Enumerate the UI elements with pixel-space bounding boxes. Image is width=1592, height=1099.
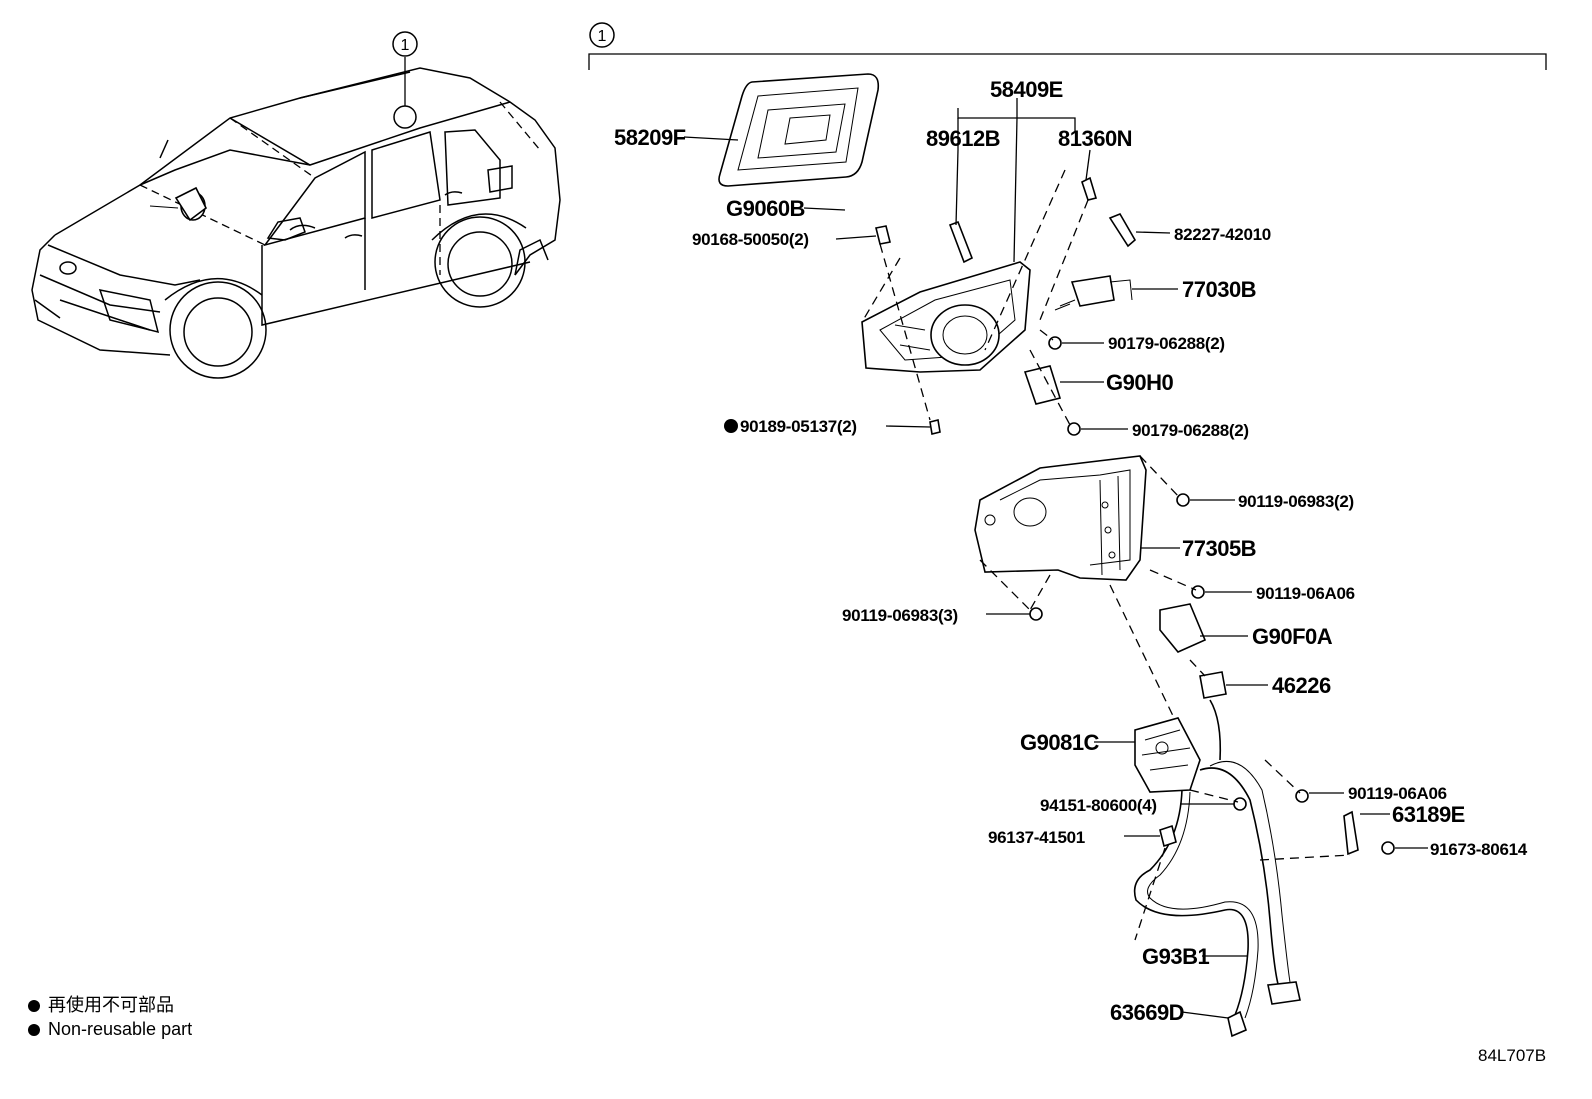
lamp-81360N-drawing bbox=[1081, 176, 1098, 201]
label-G90F0A: G90F0A bbox=[1252, 624, 1333, 649]
legend-line-jp: 再使用不可部品 bbox=[28, 994, 174, 1016]
diagram-code: 84L707B bbox=[1478, 1046, 1547, 1065]
bracket-77305B-drawing bbox=[974, 455, 1147, 581]
charge-inlet-G9081C-drawing bbox=[1134, 717, 1201, 793]
label-63189E: 63189E bbox=[1392, 802, 1465, 827]
nut-b-drawing bbox=[1067, 422, 1081, 436]
bullet-icon bbox=[28, 1000, 40, 1012]
bolt-91673-drawing bbox=[1381, 841, 1395, 855]
label-94151-80600: 94151-80600(4) bbox=[1040, 796, 1157, 815]
bolt-90119-06A06-b-drawing bbox=[1295, 789, 1309, 803]
part-labels: 58209F 58409E 89612B 81360N G9060B 90168… bbox=[614, 77, 1528, 1025]
legend-line-en: Non-reusable part bbox=[28, 1018, 192, 1040]
vehicle-illustration: 1 bbox=[31, 31, 561, 379]
label-90189-05137: 90189-05137(2) bbox=[740, 417, 857, 436]
label-90179-06288-b: 90179-06288(2) bbox=[1132, 421, 1249, 440]
bracket-G90F0A-drawing bbox=[1159, 603, 1207, 653]
sensor-drawing bbox=[948, 220, 974, 264]
label-63669D: 63669D bbox=[1110, 1000, 1184, 1025]
label-G9081C: G9081C bbox=[1020, 730, 1100, 755]
label-G9060B: G9060B bbox=[726, 196, 805, 221]
label-46226: 46226 bbox=[1272, 673, 1331, 698]
label-G90H0: G90H0 bbox=[1106, 370, 1173, 395]
assembly-bracket: 1 bbox=[588, 22, 1547, 70]
non-reusable-dot bbox=[724, 419, 738, 433]
label-89612B: 89612B bbox=[926, 126, 1000, 151]
bolt-90168-drawing bbox=[875, 225, 891, 245]
label-81360N: 81360N bbox=[1058, 126, 1132, 151]
label-77305B: 77305B bbox=[1182, 536, 1256, 561]
bullet-icon bbox=[28, 1024, 40, 1036]
nut-a-drawing bbox=[1048, 336, 1062, 350]
label-G93B1: G93B1 bbox=[1142, 944, 1209, 969]
label-90119-06A06-b: 90119-06A06 bbox=[1348, 784, 1447, 803]
label-82227-42010: 82227-42010 bbox=[1174, 225, 1271, 244]
part-46226-drawing bbox=[1199, 671, 1227, 699]
label-91673-80614: 91673-80614 bbox=[1430, 840, 1528, 859]
connector-82227-drawing bbox=[1108, 212, 1137, 248]
bolt-90119-06983-3-drawing bbox=[1029, 607, 1043, 621]
label-90168-50050: 90168-50050(2) bbox=[692, 230, 809, 249]
bracket-63189E-drawing bbox=[1343, 810, 1359, 856]
label-90179-06288-a: 90179-06288(2) bbox=[1108, 334, 1225, 353]
fuel-lid-drawing bbox=[718, 73, 880, 187]
assembly-callout-number: 1 bbox=[598, 28, 607, 45]
fuel-inlet-housing-drawing bbox=[861, 261, 1031, 373]
nut-94151-drawing bbox=[1233, 797, 1247, 811]
label-96137-41501: 96137-41501 bbox=[988, 828, 1085, 847]
label-90119-06983-2: 90119-06983(2) bbox=[1238, 492, 1354, 511]
leader-lines bbox=[683, 98, 1428, 1019]
cap-drawing bbox=[149, 186, 208, 222]
assembly-dashed-lines bbox=[861, 169, 1351, 941]
bolt-90189-drawing bbox=[929, 419, 941, 435]
legend-jp-text: 再使用不可部品 bbox=[48, 995, 174, 1015]
parts-drawings bbox=[149, 73, 1395, 1038]
grommet-96137-drawing bbox=[1159, 824, 1177, 848]
clip-63669D-drawing bbox=[1227, 1010, 1247, 1038]
label-77030B: 77030B bbox=[1182, 277, 1256, 302]
bolt-90119-06983-2-drawing bbox=[1176, 493, 1190, 507]
switch-G90H0-drawing bbox=[1023, 365, 1062, 405]
legend-en-text: Non-reusable part bbox=[48, 1019, 193, 1039]
label-90119-06983-3: 90119-06983(3) bbox=[842, 606, 958, 625]
vehicle-callout-number: 1 bbox=[401, 37, 410, 54]
label-90119-06A06-a: 90119-06A06 bbox=[1256, 584, 1355, 603]
label-58409E: 58409E bbox=[990, 77, 1063, 102]
actuator-77030B-drawing bbox=[1070, 275, 1115, 307]
label-58209F: 58209F bbox=[614, 125, 686, 150]
bolt-90119-06A06-a-drawing bbox=[1191, 585, 1205, 599]
